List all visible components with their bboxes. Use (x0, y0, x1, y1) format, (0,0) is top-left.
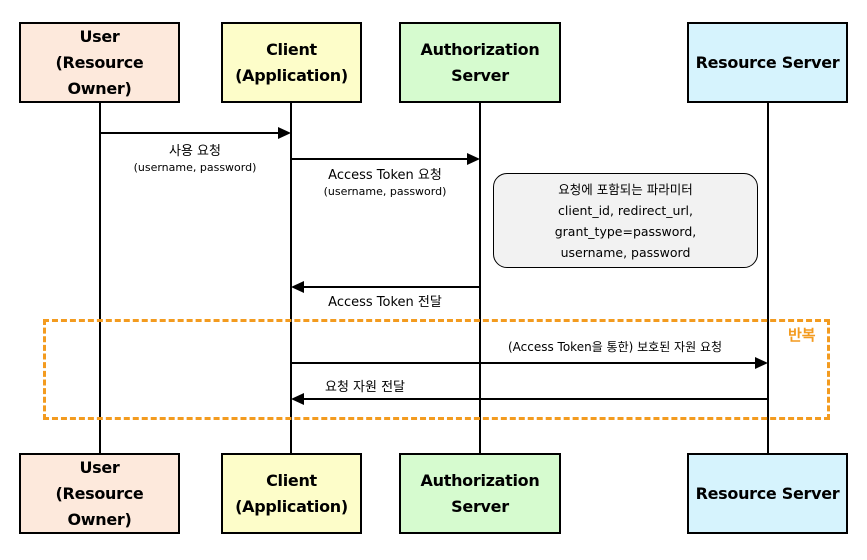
participant-auth-name: Authorization Server (420, 470, 540, 516)
participant-client-bottom: Client (Application) (221, 453, 362, 534)
participant-resource-name: Resource Server (695, 52, 840, 72)
note-line: 요청에 포함되는 파라미터 (558, 181, 693, 197)
arrow-resource-delivery (291, 393, 768, 405)
participant-client-role: (Application) (235, 496, 348, 516)
participant-client-top: Client (Application) (221, 22, 362, 103)
participant-user-bottom: User (Resource Owner) (19, 453, 180, 534)
note-line: username, password (560, 244, 691, 260)
participant-client-name: Client (266, 470, 317, 490)
participant-user-name: User (79, 457, 120, 477)
message-token-request-label: Access Token 요청 (328, 168, 442, 183)
participant-auth-bottom: Authorization Server (399, 453, 561, 534)
lifeline-user (99, 103, 101, 453)
participant-user-top: User (Resource Owner) (19, 22, 180, 103)
note-line: client_id, redirect_url, (558, 202, 693, 218)
participant-user-name: User (79, 26, 120, 46)
message-token-delivery-label: Access Token 전달 (328, 295, 442, 310)
arrow-token-delivery (291, 281, 480, 293)
note-line: grant_type=password, (554, 223, 697, 239)
arrow-token-request (291, 153, 480, 165)
message-resource-delivery-label: 요청 자원 전달 (324, 380, 406, 395)
participant-user-role: (Resource Owner) (55, 52, 144, 98)
message-use-request-label: 사용 요청 (169, 144, 221, 159)
loop-frame (43, 319, 830, 420)
arrow-resource-request (291, 357, 768, 369)
message-token-request-params: (username, password) (323, 185, 447, 198)
arrow-use-request (100, 127, 291, 139)
participant-resource-top: Resource Server (687, 22, 848, 103)
participant-auth-name: Authorization Server (420, 39, 540, 85)
participant-resource-bottom: Resource Server (687, 453, 848, 534)
lifeline-resource (767, 103, 769, 453)
participant-user-role: (Resource Owner) (55, 483, 144, 529)
message-resource-request-label: (Access Token을 통한) 보호된 자원 요청 (507, 340, 723, 354)
lifeline-auth (479, 103, 481, 453)
loop-label: 반복 (788, 326, 816, 344)
message-use-request-params: (username, password) (133, 161, 257, 174)
participant-resource-name: Resource Server (695, 483, 840, 503)
lifeline-client (290, 103, 292, 453)
participant-client-name: Client (266, 39, 317, 59)
parameters-note: 요청에 포함되는 파라미터 client_id, redirect_url, g… (493, 173, 758, 268)
participant-client-role: (Application) (235, 65, 348, 85)
participant-auth-top: Authorization Server (399, 22, 561, 103)
